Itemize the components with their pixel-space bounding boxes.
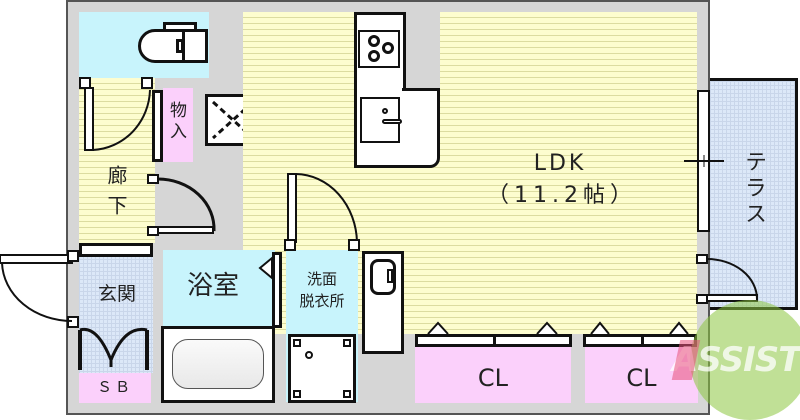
toilet-icon	[138, 22, 208, 64]
closet-1-doors[interactable]	[415, 334, 572, 347]
washroom-door-icon[interactable]	[284, 172, 365, 252]
hallway	[79, 78, 155, 243]
washing-machine-pan	[288, 334, 356, 403]
ldk-label: LDK	[533, 151, 587, 176]
storage-label: 物入	[166, 101, 186, 143]
closet-1-door-markers	[427, 321, 558, 335]
exterior-left	[0, 0, 66, 415]
toilet-door-icon[interactable]	[79, 77, 160, 158]
closet-2-label: CL	[626, 364, 657, 392]
exterior-notch	[710, 0, 800, 78]
shoe-box	[79, 373, 151, 403]
vanity-sink	[362, 251, 404, 354]
bathroom-door[interactable]	[272, 252, 282, 328]
storage-closet	[163, 88, 193, 162]
front-door-icon[interactable]	[0, 250, 80, 330]
closet-1	[415, 345, 571, 403]
watermark-circle	[690, 300, 800, 420]
stove-burners-icon	[358, 30, 400, 68]
closet-1-label: CL	[477, 364, 509, 392]
terrace-label: テラス	[741, 150, 766, 228]
shoe-box-label: ＳＢ	[96, 378, 133, 396]
terrace	[710, 78, 798, 310]
entrance-label: 玄関	[97, 283, 136, 305]
window-lock-icon	[684, 155, 724, 167]
hallway-door-icon[interactable]	[147, 174, 218, 236]
hallway-label: 廊下	[104, 165, 128, 225]
bathtub	[161, 326, 275, 403]
closet-2-door-markers	[590, 321, 689, 335]
washroom-label-line2: 脱衣所	[299, 292, 345, 310]
bathroom	[163, 250, 275, 328]
terrace-door-icon[interactable]	[696, 254, 767, 305]
entrance	[79, 255, 153, 373]
entrance-step	[79, 243, 153, 257]
kitchen-sink-icon	[360, 97, 402, 143]
ldk-left-wall	[209, 12, 243, 78]
washroom-label-line1: 洗面	[306, 270, 337, 288]
ldk-area-label: （11.2帖）	[487, 183, 637, 208]
bathroom-label: 浴室	[186, 271, 239, 301]
bathroom-door-arrow-icon	[258, 255, 273, 281]
shoe-box-doors-icon[interactable]	[75, 325, 155, 375]
storage-door[interactable]	[152, 90, 163, 162]
kitchen-wall	[405, 12, 440, 90]
kitchen-counter-extension	[402, 88, 440, 168]
